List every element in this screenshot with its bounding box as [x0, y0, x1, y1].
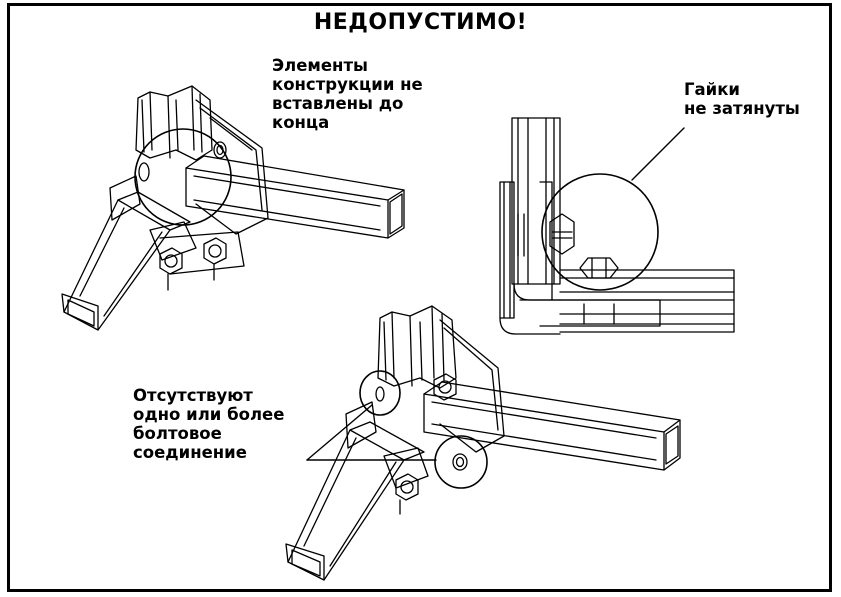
note-line: Элементы: [272, 56, 368, 75]
note-line: соединение: [133, 443, 247, 462]
note-line: Гайки: [684, 80, 740, 99]
note-line: конца: [272, 113, 330, 132]
note-nuts-loose: Гайки не затянуты: [684, 80, 800, 118]
corner-joint-loose-nuts: [499, 117, 735, 335]
note-line: одно или более: [133, 405, 285, 424]
note-not-inserted: Элементы конструкции не вставлены до кон…: [272, 56, 423, 132]
page-title: НЕДОПУСТИМО!: [313, 10, 528, 35]
note-line: конструкции не: [272, 75, 423, 94]
warning-frame: [7, 3, 832, 592]
note-line: Отсутствуют: [133, 386, 253, 405]
note-line: не затянуты: [684, 99, 800, 118]
note-line: болтовое: [133, 424, 222, 443]
note-bolts-missing: Отсутствуют одно или более болтовое соед…: [133, 386, 284, 462]
note-line: вставлены до: [272, 94, 404, 113]
corner-joint-missing-bolts: [285, 305, 681, 581]
corner-joint-not-inserted: [61, 85, 405, 331]
